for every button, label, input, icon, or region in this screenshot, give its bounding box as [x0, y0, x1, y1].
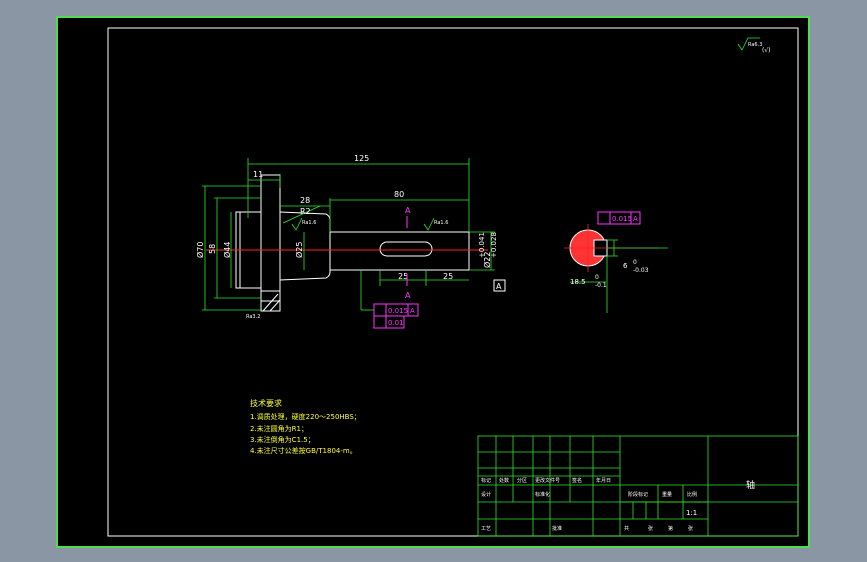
dim-section-6-tol-l: -0.03 — [633, 267, 649, 274]
gdt-frame-flatness: 0.01 — [373, 315, 405, 329]
dim-section-6: 6 — [623, 262, 628, 270]
gdt-frame-runout: 0.015 A — [373, 303, 419, 317]
keyway — [379, 241, 433, 257]
dim-section-6-tol-u: 0 — [633, 259, 637, 266]
roughness-symbols — [291, 37, 760, 231]
right-shaft — [329, 231, 470, 271]
tb-label: 共 — [624, 525, 629, 532]
section-label-top: A — [405, 206, 411, 215]
gdt-symmetry-datum: A — [633, 215, 638, 223]
tb-label: 签名 — [572, 477, 582, 484]
tech-note-line: 3.未注倒角为C1.5； — [250, 435, 315, 444]
roughness-corner: (√) — [762, 47, 771, 54]
dim-dia-25: Ø25 — [294, 242, 304, 258]
dim-dia-70: Ø70 — [195, 242, 205, 258]
roughness-1: Ra1.6 — [302, 220, 316, 226]
datum-box — [493, 279, 506, 292]
tb-scale: 1:1 — [686, 509, 697, 517]
dim-key-b: 25 — [443, 272, 453, 281]
dim-key-a: 25 — [398, 272, 408, 281]
tb-label: 年月日 — [596, 477, 611, 484]
dim-dia-58: 58 — [208, 244, 217, 254]
tb-label: 张 — [648, 525, 653, 532]
dim-section-185-tol-l: -0.1 — [595, 282, 607, 289]
tb-label: 更改文件号 — [535, 477, 560, 484]
gdt-flatness-value: 0.01 — [388, 319, 404, 327]
cad-drawing: 125 11 28 80 R2 Ø70 58 Ø44 Ø25 Ø22 +0.04… — [107, 27, 799, 537]
dim-tol-lower: +0.028 — [490, 232, 498, 258]
dim-shoulder-len: 28 — [300, 196, 310, 205]
dim-radius: R2 — [300, 207, 311, 216]
dimension-texts: 125 11 28 80 R2 Ø70 58 Ø44 Ø25 Ø22 +0.04… — [195, 154, 498, 281]
roughness-small: Ra6.3 — [748, 42, 762, 48]
gdt-runout-datum: A — [410, 307, 415, 315]
dim-section-185: 18.5 — [570, 278, 586, 286]
shaft-main-view — [235, 174, 470, 312]
tech-note-line: 2.未注圆角为R1； — [250, 424, 308, 433]
inner-border — [107, 27, 799, 537]
tb-label: 工艺 — [481, 526, 491, 532]
dim-flange-width: 11 — [253, 170, 263, 179]
tb-label: 设计 — [481, 491, 491, 498]
tb-part-name: 轴 — [746, 479, 755, 491]
dim-section-185-tol-u: 0 — [595, 274, 599, 281]
tech-note-line: 1.调质处理，硬度220～250HBS； — [250, 412, 361, 421]
tb-label: 标记 — [481, 477, 491, 484]
tb-label: 批准 — [552, 525, 562, 532]
dim-right-len: 80 — [394, 190, 404, 199]
tech-notes-heading: 技术要求 — [250, 398, 282, 408]
tb-label: 重量 — [662, 491, 672, 498]
dim-tol-upper: +0.041 — [478, 232, 486, 258]
dim-dia-44: Ø44 — [222, 242, 232, 258]
dim-dia-22: Ø22 — [482, 252, 492, 268]
tb-label: 处数 — [499, 477, 509, 484]
tb-label: 比例 — [687, 491, 697, 498]
gdt-symmetry-value: 0.015 — [612, 215, 632, 223]
datum-label: A — [496, 282, 502, 291]
gdt-frame-symmetry: 0.015 A — [597, 211, 641, 225]
title-block-labels: 标记 处数 分区 更改文件号 签名 年月日 设计 标准化 工艺 批准 阶段标记 … — [481, 477, 697, 532]
section-view: 18.5 0 -0.1 6 0 -0.03 0.015 A — [564, 211, 668, 313]
gdt-runout-value: 0.015 — [388, 307, 408, 315]
roughness-2: Ra1.6 — [434, 220, 448, 226]
tech-note-line: 4.未注尺寸公差按GB/T1804-m。 — [250, 446, 357, 455]
tb-label: 标准化 — [535, 491, 550, 498]
tb-label: 阶段标记 — [628, 491, 648, 498]
tb-label: 第 — [668, 525, 673, 532]
section-label-bottom: A — [405, 291, 411, 300]
tb-label: 张 — [688, 525, 693, 532]
roughness-3: Ra3.2 — [246, 314, 260, 320]
dimension-lines — [202, 158, 495, 311]
title-block — [477, 435, 799, 537]
drawing-sheet: 125 11 28 80 R2 Ø70 58 Ø44 Ø25 Ø22 +0.04… — [56, 16, 810, 548]
tb-label: 分区 — [517, 477, 527, 484]
tech-notes: 技术要求 1.调质处理，硬度220～250HBS； 2.未注圆角为R1； 3.未… — [250, 398, 361, 455]
dim-overall: 125 — [354, 154, 369, 163]
